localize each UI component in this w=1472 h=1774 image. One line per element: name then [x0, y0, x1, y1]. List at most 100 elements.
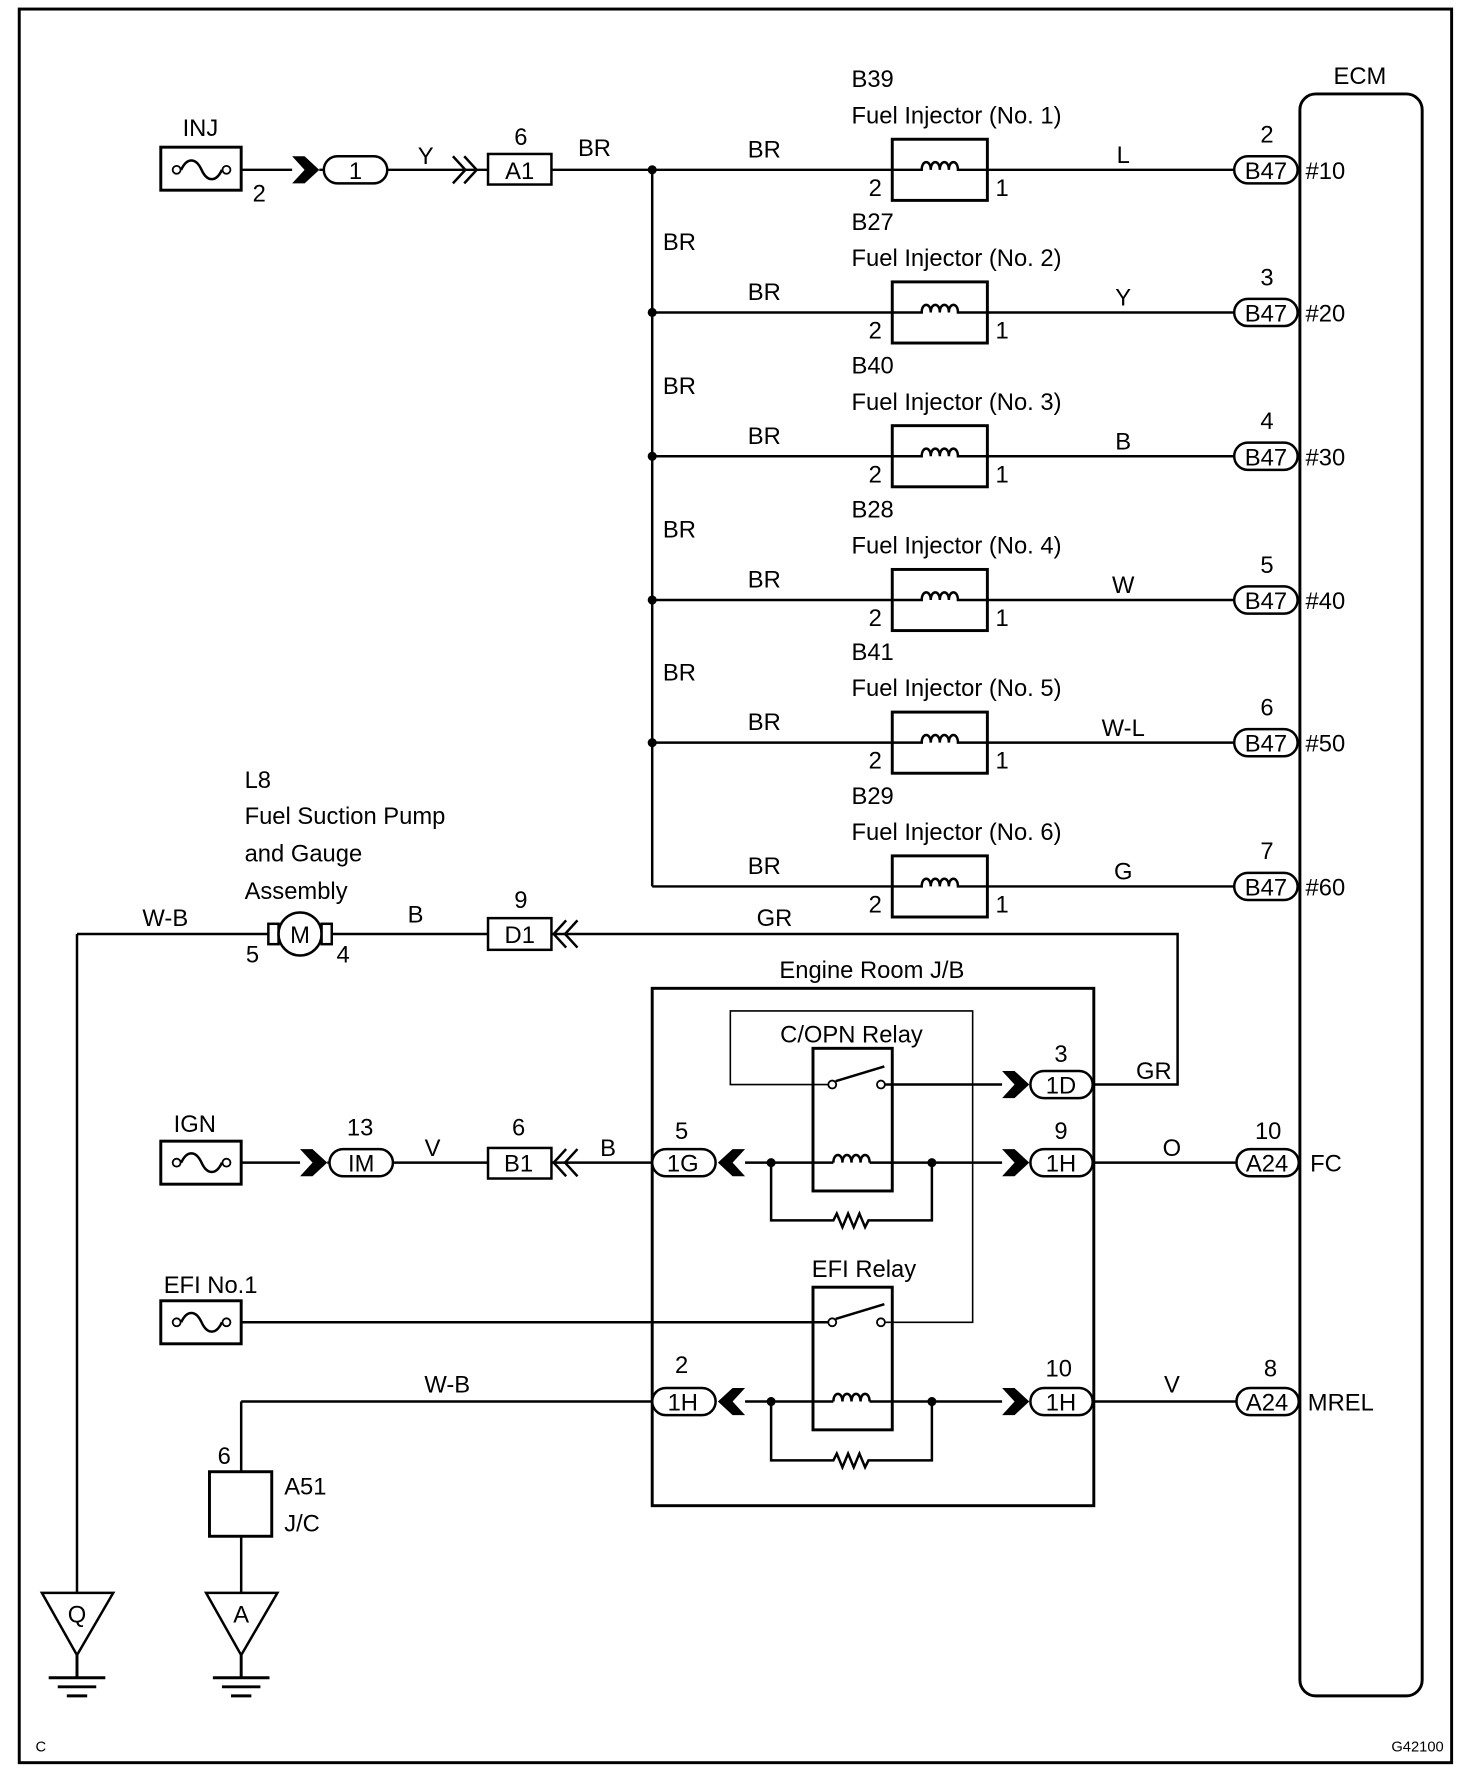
switch-contact-icon [876, 1079, 886, 1090]
injector-6-ecm-pin: 7 [1260, 838, 1273, 865]
pump-name-line-2: and Gauge [245, 841, 363, 868]
connector-1d-pill [1029, 1069, 1094, 1100]
ecm-terminal-mrel: MREL [1308, 1390, 1374, 1417]
wire-color-o: O [1163, 1135, 1182, 1162]
fuse-icon [180, 159, 224, 181]
ign-fuse-terminal-right [221, 1157, 232, 1168]
injector-6-feed-wire-color: BR [748, 853, 781, 880]
junction-connector-a51: 6 A51 J/C [208, 1443, 327, 1538]
injector-3-code: B40 [851, 353, 893, 380]
efi-fuse-box [159, 1299, 243, 1346]
connector-1d-label: 1D [1046, 1073, 1076, 1100]
coil-icon [832, 1392, 871, 1402]
splice-dot [647, 595, 657, 605]
injector-4-ecm-pin: 5 [1260, 552, 1273, 579]
connector-1g-pill [650, 1147, 717, 1178]
connector-1d-pin: 3 [1054, 1041, 1067, 1068]
ecm-body [1298, 92, 1424, 1698]
ground-q-triangle [39, 1591, 116, 1658]
wire-color-w-b: W-B [424, 1371, 470, 1398]
connector-1h-left-pill [650, 1386, 717, 1417]
mrel-ground-wire [239, 1400, 653, 1593]
injector-2-ecm-connector-label: B47 [1245, 301, 1287, 328]
figure-code: G42100 [1391, 1739, 1443, 1755]
ground-icon [48, 1655, 106, 1698]
efi-fuse-label: EFI No.1 [164, 1272, 258, 1299]
connector-1h-label: 1H [1046, 1151, 1076, 1178]
pump-code: L8 [245, 767, 271, 794]
connector-im-pill [328, 1147, 395, 1178]
ecm-connector-a24-label: A24 [1246, 1151, 1288, 1178]
double-chevron-icon [463, 155, 479, 185]
injector-4-name: Fuel Injector (No. 4) [851, 533, 1061, 560]
pump-ground-wire [75, 932, 269, 1593]
junction-connector-pin: 6 [218, 1443, 231, 1470]
wire-color-v: V [425, 1135, 441, 1162]
connector-chevron-icon [292, 156, 320, 184]
connector-1g-pin: 5 [675, 1118, 688, 1145]
pump-ground-wire-color: W-B [142, 905, 188, 932]
injector-4-ecm-connector-label: B47 [1245, 588, 1287, 615]
copn-relay: C/OPN Relay 1D 3 [729, 1010, 1094, 1324]
footer-left-mark: C [35, 1739, 46, 1755]
junction-connector-code: A51 [284, 1473, 326, 1500]
injector-5-ecm-connector-label: B47 [1245, 731, 1287, 758]
injector-2-ecm-terminal: #20 [1306, 301, 1346, 328]
injector-2-code: B27 [851, 209, 893, 236]
injector-4-pin-out: 1 [995, 605, 1008, 632]
ecm-connector-a24-pin: 8 [1264, 1356, 1277, 1383]
injector-1-signal-wire-color: L [1117, 142, 1130, 169]
injector-1-ecm-connector-label: B47 [1245, 158, 1287, 185]
injector-3-name: Fuel Injector (No. 3) [851, 389, 1061, 416]
switch-blade-icon [835, 1065, 885, 1083]
wire-color-v: V [1164, 1371, 1180, 1398]
injector-1-feed-wire-color: BR [748, 136, 781, 163]
connector-chevron-icon [717, 1387, 746, 1416]
injector-6-code: B29 [851, 783, 893, 810]
inj-fuse-terminal-right [221, 164, 232, 175]
connector-chevron-icon [717, 1149, 746, 1177]
motor-terminal-right [320, 922, 334, 946]
injector-5-ecm-terminal: #50 [1306, 731, 1346, 758]
double-chevron-icon [452, 155, 468, 185]
injector-5-bus-wire-color: BR [663, 659, 696, 686]
engine-room-junction-block: Engine Room J/B [650, 957, 1096, 1508]
fuel-pump-circuit: L8 Fuel Suction Pump and Gauge Assembly … [75, 767, 1179, 1593]
ecm: ECM [1298, 63, 1424, 1698]
injector-6-signal-wire-color: G [1114, 859, 1133, 886]
connector-a1-label: A1 [505, 158, 534, 185]
injector-4-pin-in: 2 [869, 605, 882, 632]
fuse-icon [180, 1311, 224, 1333]
junction-connector-box [208, 1470, 274, 1538]
connector-1h-right-pill [1029, 1386, 1094, 1417]
injector-1-code: B39 [851, 66, 893, 93]
connector-1-label: 1 [349, 158, 362, 185]
injector-2-ecm-connector-pill [1232, 297, 1299, 328]
injector-2-signal-wire-color: Y [1115, 285, 1131, 312]
injector-5-name: Fuel Injector (No. 5) [851, 675, 1061, 702]
connector-im-pin: 13 [347, 1114, 373, 1141]
connector-1h-left-pin: 2 [675, 1352, 688, 1379]
injector-1-ecm-pin: 2 [1260, 122, 1273, 149]
ign-fuse-terminal-left [171, 1157, 182, 1168]
ground-icon [212, 1655, 270, 1698]
connector-chevron-icon [1002, 1149, 1030, 1177]
injector-4-signal-wire-color: W [1112, 572, 1135, 599]
coil-icon [832, 1153, 871, 1163]
ground-a-label: A [233, 1601, 249, 1628]
inj-feed-circuit: INJ 2 1 Y A1 6 BR [159, 115, 654, 887]
injector-5-ecm-pin: 6 [1260, 694, 1273, 721]
junction-block-box [650, 986, 1096, 1508]
copn-relay-label: C/OPN Relay [780, 1022, 923, 1049]
pump-pin-right: 4 [336, 941, 349, 968]
injector-1-ecm-connector-pill [1232, 154, 1299, 185]
ecm-connector-a24-pill [1235, 1147, 1301, 1178]
connector-1g-label: 1G [667, 1151, 699, 1178]
ecm-connector-a24-label: A24 [1246, 1390, 1288, 1417]
